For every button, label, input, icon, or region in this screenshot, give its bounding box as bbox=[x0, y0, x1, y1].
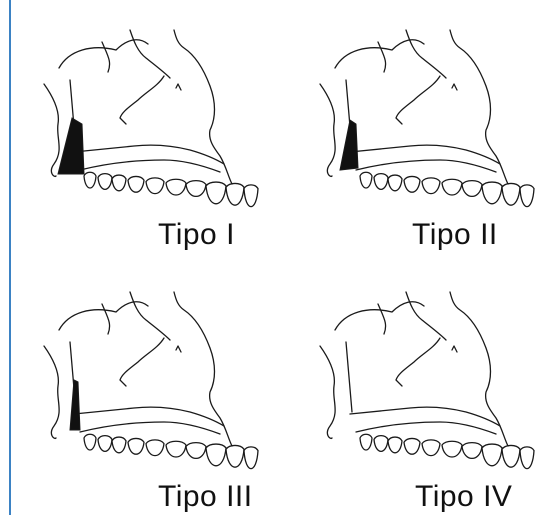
tooth-outline bbox=[128, 176, 144, 192]
maxilla-drawing-tipo-1 bbox=[14, 0, 276, 250]
tooth-outline bbox=[422, 178, 440, 194]
tooth-outline bbox=[206, 182, 226, 204]
facial-profile-outline bbox=[450, 292, 508, 446]
tooth-outline bbox=[404, 176, 420, 192]
tooth-outline bbox=[112, 437, 126, 453]
maxilla-body-line bbox=[74, 407, 224, 426]
tooth-outline bbox=[186, 443, 206, 459]
tooth-outline bbox=[360, 434, 372, 450]
nasal-suture-line bbox=[396, 338, 440, 386]
panel-tipo-1: Tipo I bbox=[14, 0, 276, 250]
nasal-suture-line bbox=[120, 338, 164, 386]
tooth-outline bbox=[84, 172, 96, 188]
tooth-outline bbox=[442, 441, 462, 457]
tooth-outline bbox=[206, 444, 226, 466]
alveolar-ridge-line bbox=[356, 160, 496, 172]
tooth-outline bbox=[112, 175, 126, 191]
nasal-notch-mark bbox=[176, 84, 181, 90]
tooth-outline bbox=[422, 440, 440, 456]
black-wedge-region bbox=[58, 118, 84, 174]
tooth-outline bbox=[520, 447, 534, 469]
alveolar-ridge-line bbox=[80, 422, 220, 434]
zygomatic-outline bbox=[102, 30, 170, 78]
maxilla-body-line bbox=[350, 145, 500, 164]
panel-label-tipo-4: Tipo IV bbox=[415, 480, 512, 514]
tooth-outline bbox=[482, 444, 502, 466]
tooth-outline bbox=[244, 447, 258, 469]
facial-profile-outline bbox=[450, 30, 508, 184]
tooth-outline bbox=[520, 185, 534, 207]
left-accent-rule bbox=[9, 0, 11, 515]
pterygoid-outline bbox=[44, 84, 59, 176]
panel-tipo-4: Tipo IV bbox=[290, 262, 550, 512]
facial-profile-outline bbox=[174, 292, 232, 446]
tooth-outline bbox=[404, 438, 420, 454]
alveolar-ridge-line bbox=[356, 422, 496, 434]
maxilla-body-line bbox=[74, 145, 224, 164]
panel-label-tipo-2: Tipo II bbox=[412, 218, 498, 252]
zygomatic-outline bbox=[378, 30, 446, 78]
maxilla-body-line bbox=[350, 407, 500, 426]
facial-profile-outline bbox=[174, 30, 232, 184]
tooth-outline bbox=[374, 436, 388, 452]
tooth-outline bbox=[146, 440, 164, 456]
tooth-outline bbox=[502, 445, 520, 467]
tooth-outline bbox=[166, 441, 186, 457]
nasal-notch-mark bbox=[176, 346, 181, 352]
tooth-outline bbox=[244, 185, 258, 207]
tooth-outline bbox=[502, 183, 520, 205]
tooth-outline bbox=[98, 174, 112, 190]
maxilla-drawing-tipo-3 bbox=[14, 262, 276, 512]
tooth-outline bbox=[442, 179, 462, 195]
maxilla-drawing-tipo-2 bbox=[290, 0, 550, 250]
nasal-suture-line bbox=[396, 76, 440, 124]
maxilla-drawing-tipo-4 bbox=[290, 262, 550, 512]
tooth-outline bbox=[226, 445, 244, 467]
nasal-notch-mark bbox=[452, 346, 457, 352]
pterygoid-plate-line bbox=[346, 342, 352, 412]
tooth-outline bbox=[84, 434, 96, 450]
tooth-outline bbox=[462, 181, 482, 197]
panel-label-tipo-1: Tipo I bbox=[158, 218, 235, 252]
tooth-outline bbox=[388, 175, 402, 191]
tooth-outline bbox=[388, 437, 402, 453]
tooth-outline bbox=[166, 179, 186, 195]
panel-tipo-3: Tipo III bbox=[14, 262, 276, 512]
tooth-outline bbox=[146, 178, 164, 194]
black-wedge-region bbox=[340, 120, 358, 170]
zygomatic-outline bbox=[378, 292, 446, 340]
tooth-outline bbox=[128, 438, 144, 454]
panel-tipo-2: Tipo II bbox=[290, 0, 550, 250]
tooth-outline bbox=[482, 182, 502, 204]
pterygoid-outline bbox=[320, 346, 335, 438]
tooth-outline bbox=[98, 436, 112, 452]
panel-label-tipo-3: Tipo III bbox=[158, 480, 253, 514]
tooth-outline bbox=[186, 181, 206, 197]
pterygoid-outline bbox=[44, 346, 59, 438]
pterygoid-outline bbox=[320, 84, 335, 176]
zygomatic-outline bbox=[102, 292, 170, 340]
black-wedge-region bbox=[70, 380, 80, 430]
nasal-notch-mark bbox=[452, 84, 457, 90]
tooth-outline bbox=[374, 174, 388, 190]
tooth-outline bbox=[360, 172, 372, 188]
tooth-outline bbox=[462, 443, 482, 459]
nasal-suture-line bbox=[120, 76, 164, 124]
tooth-outline bbox=[226, 183, 244, 205]
alveolar-ridge-line bbox=[80, 160, 220, 172]
